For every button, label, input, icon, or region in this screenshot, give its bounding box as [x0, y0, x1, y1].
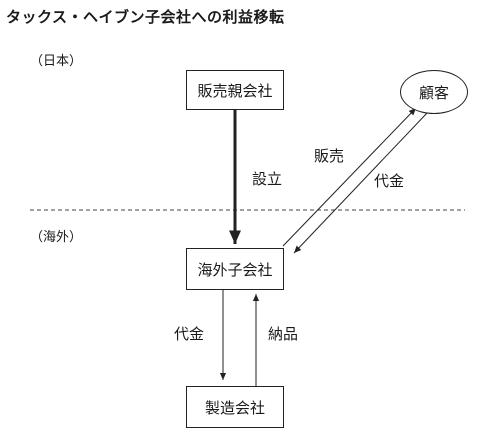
edge-label-establish: 設立 [252, 170, 283, 188]
node-manufacturer: 製造会社 [186, 386, 284, 428]
node-sales-parent-label: 販売親会社 [197, 81, 273, 100]
payment-customer-arrow [293, 111, 429, 254]
region-label-japan: （日本） [30, 54, 83, 69]
edge-label-sales: 販売 [314, 147, 345, 165]
edge-label-payment-customer: 代金 [374, 172, 405, 190]
edge-label-delivery: 納品 [268, 325, 299, 343]
node-overseas-subsidiary-label: 海外子会社 [197, 260, 273, 279]
node-customer-label: 顧客 [418, 83, 449, 102]
diagram-title: タックス・ヘイブン子会社への利益移転 [6, 8, 285, 26]
node-sales-parent: 販売親会社 [186, 70, 284, 110]
edge-label-payment-manufacturer: 代金 [174, 325, 205, 343]
region-label-overseas: （海外） [30, 230, 83, 245]
node-overseas-subsidiary: 海外子会社 [186, 248, 284, 290]
sales-arrow [282, 107, 417, 247]
node-customer: 顧客 [400, 70, 468, 114]
node-manufacturer-label: 製造会社 [204, 398, 265, 417]
